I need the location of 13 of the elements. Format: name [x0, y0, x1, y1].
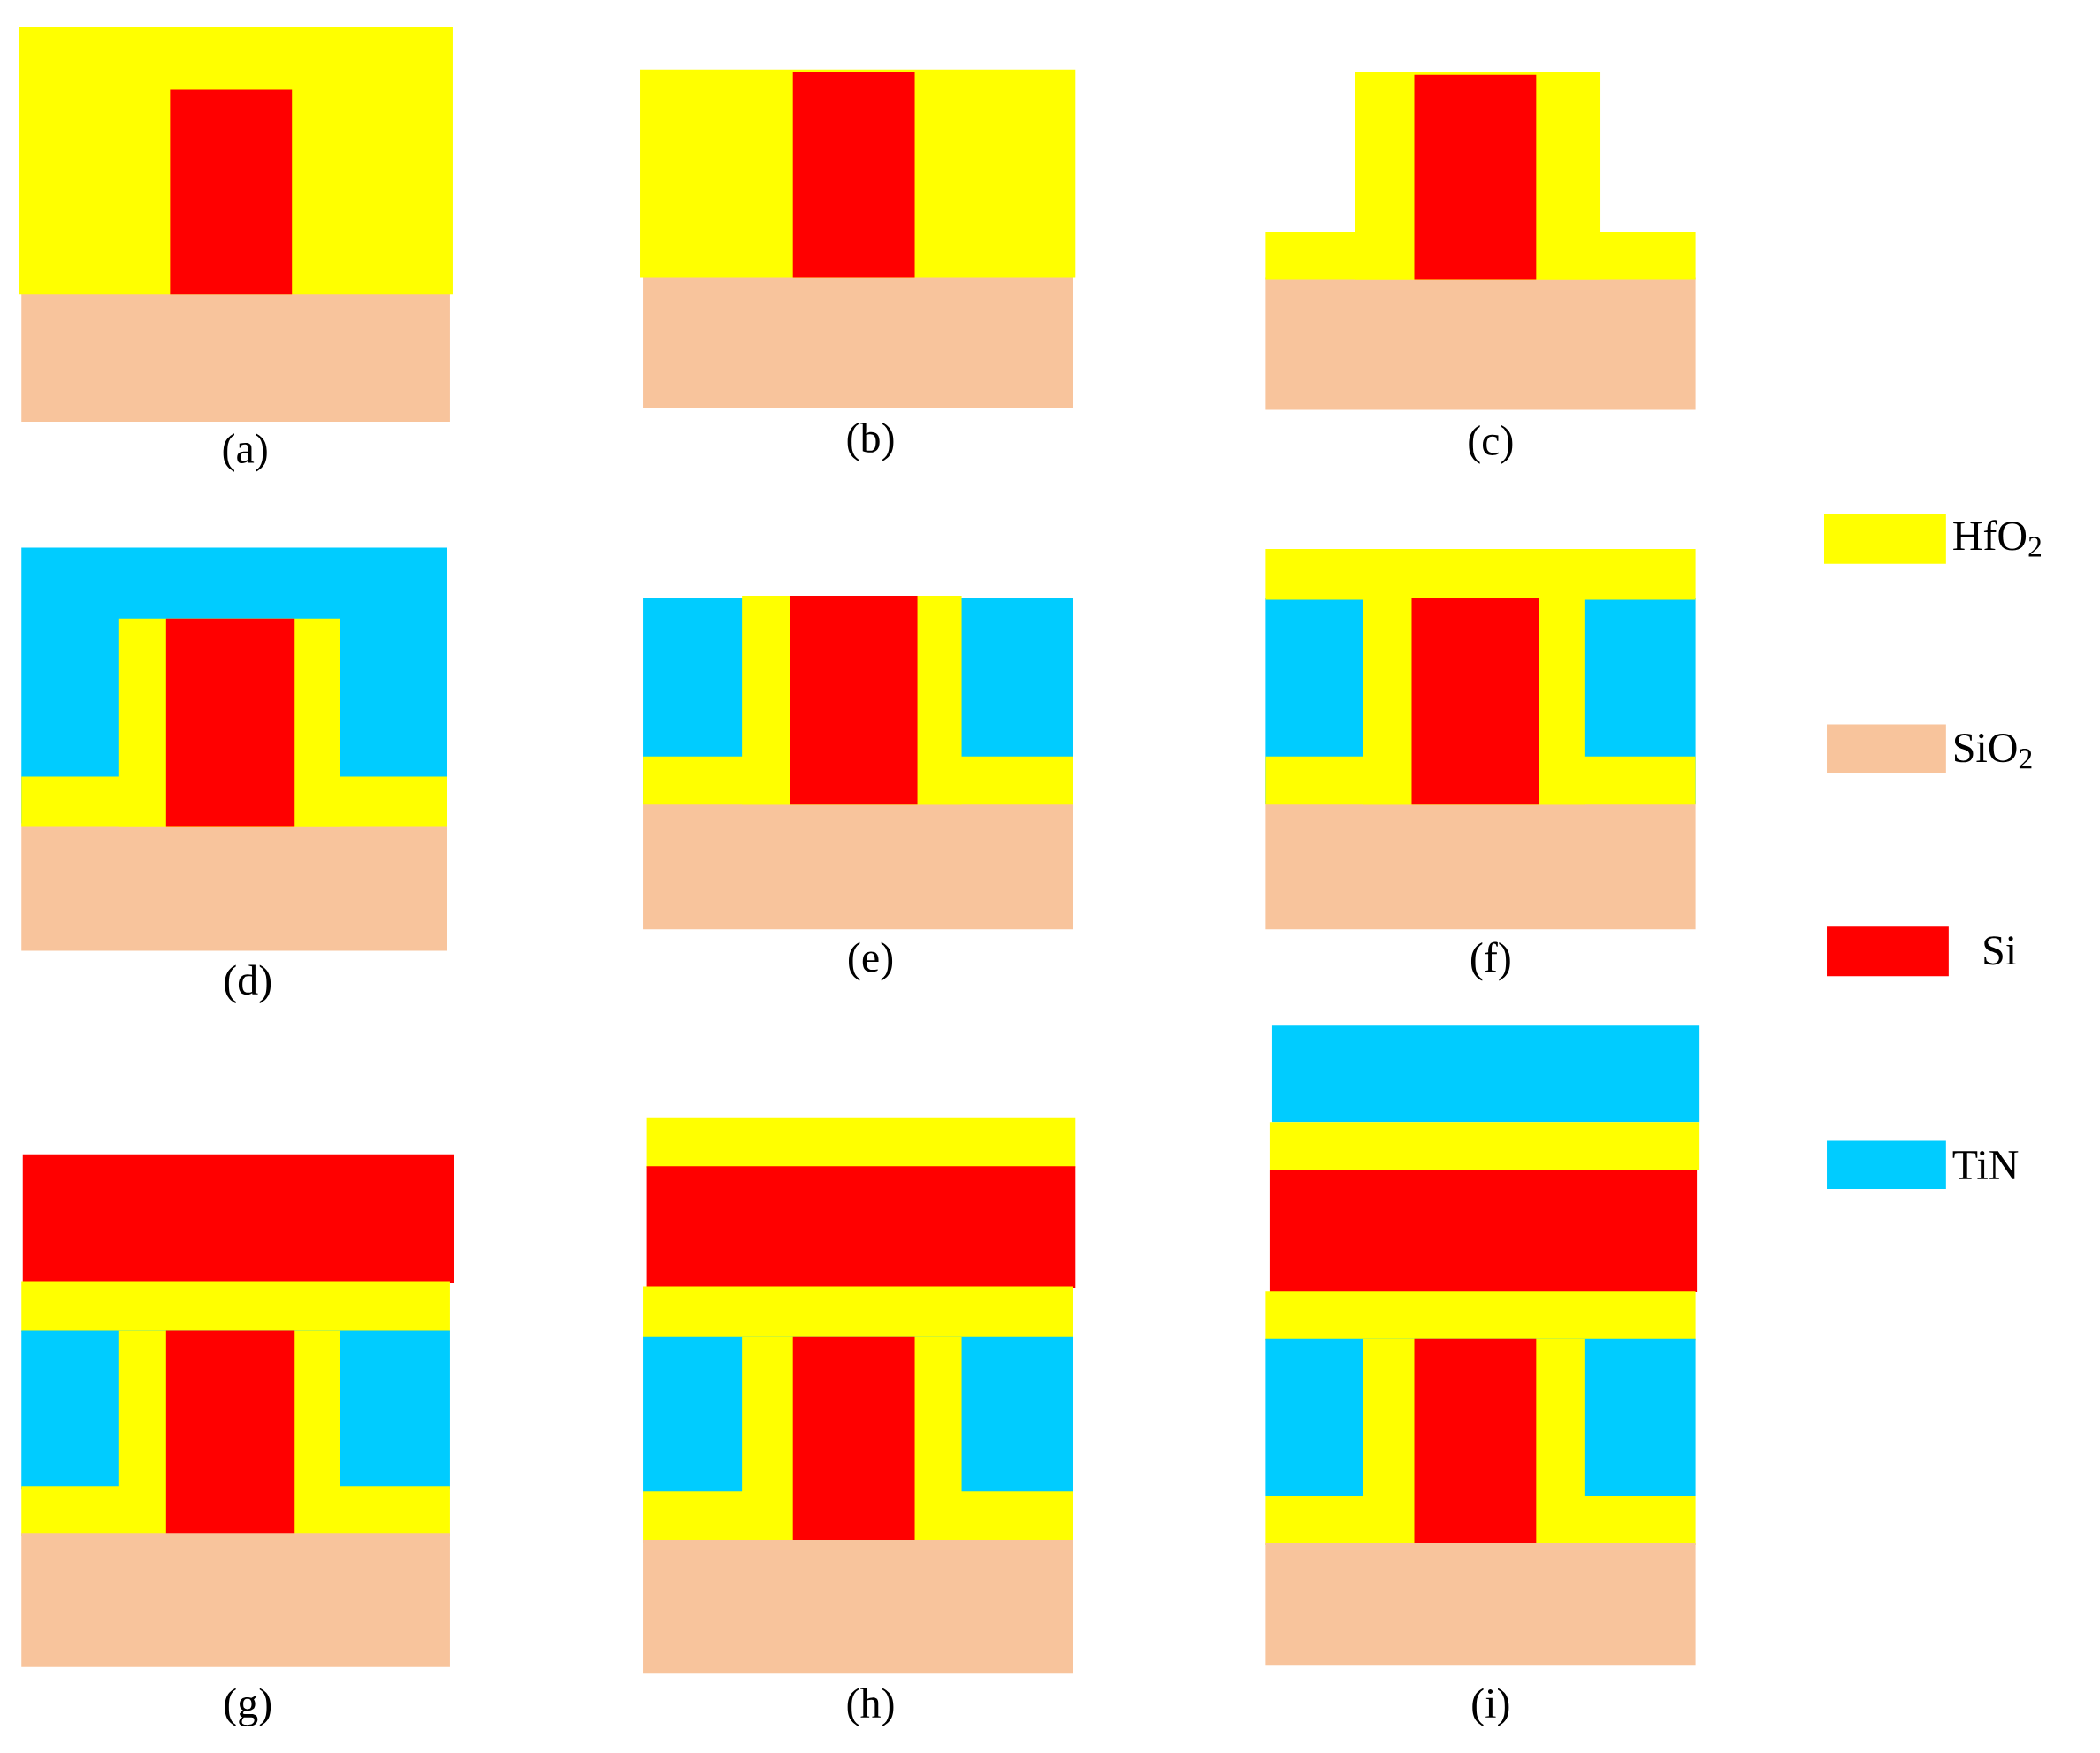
panel-label: (d): [225, 964, 271, 1004]
panel-label: (e): [849, 941, 893, 981]
panel-label: (i): [1472, 1688, 1509, 1727]
panel-label: (a): [223, 433, 267, 472]
panel-label: (f): [1470, 941, 1510, 981]
legend-label: Si: [1984, 936, 2017, 965]
panel-label: (g): [225, 1688, 271, 1727]
legend-label: HfO$_{2}$: [1953, 520, 2041, 557]
legend-label: SiO$_{2}$: [1955, 734, 2032, 769]
panel-label: (c): [1469, 425, 1513, 464]
panel-label: (b): [847, 423, 894, 461]
panel-label: (h): [847, 1688, 894, 1727]
legend-label: TiN: [1952, 1151, 2019, 1179]
